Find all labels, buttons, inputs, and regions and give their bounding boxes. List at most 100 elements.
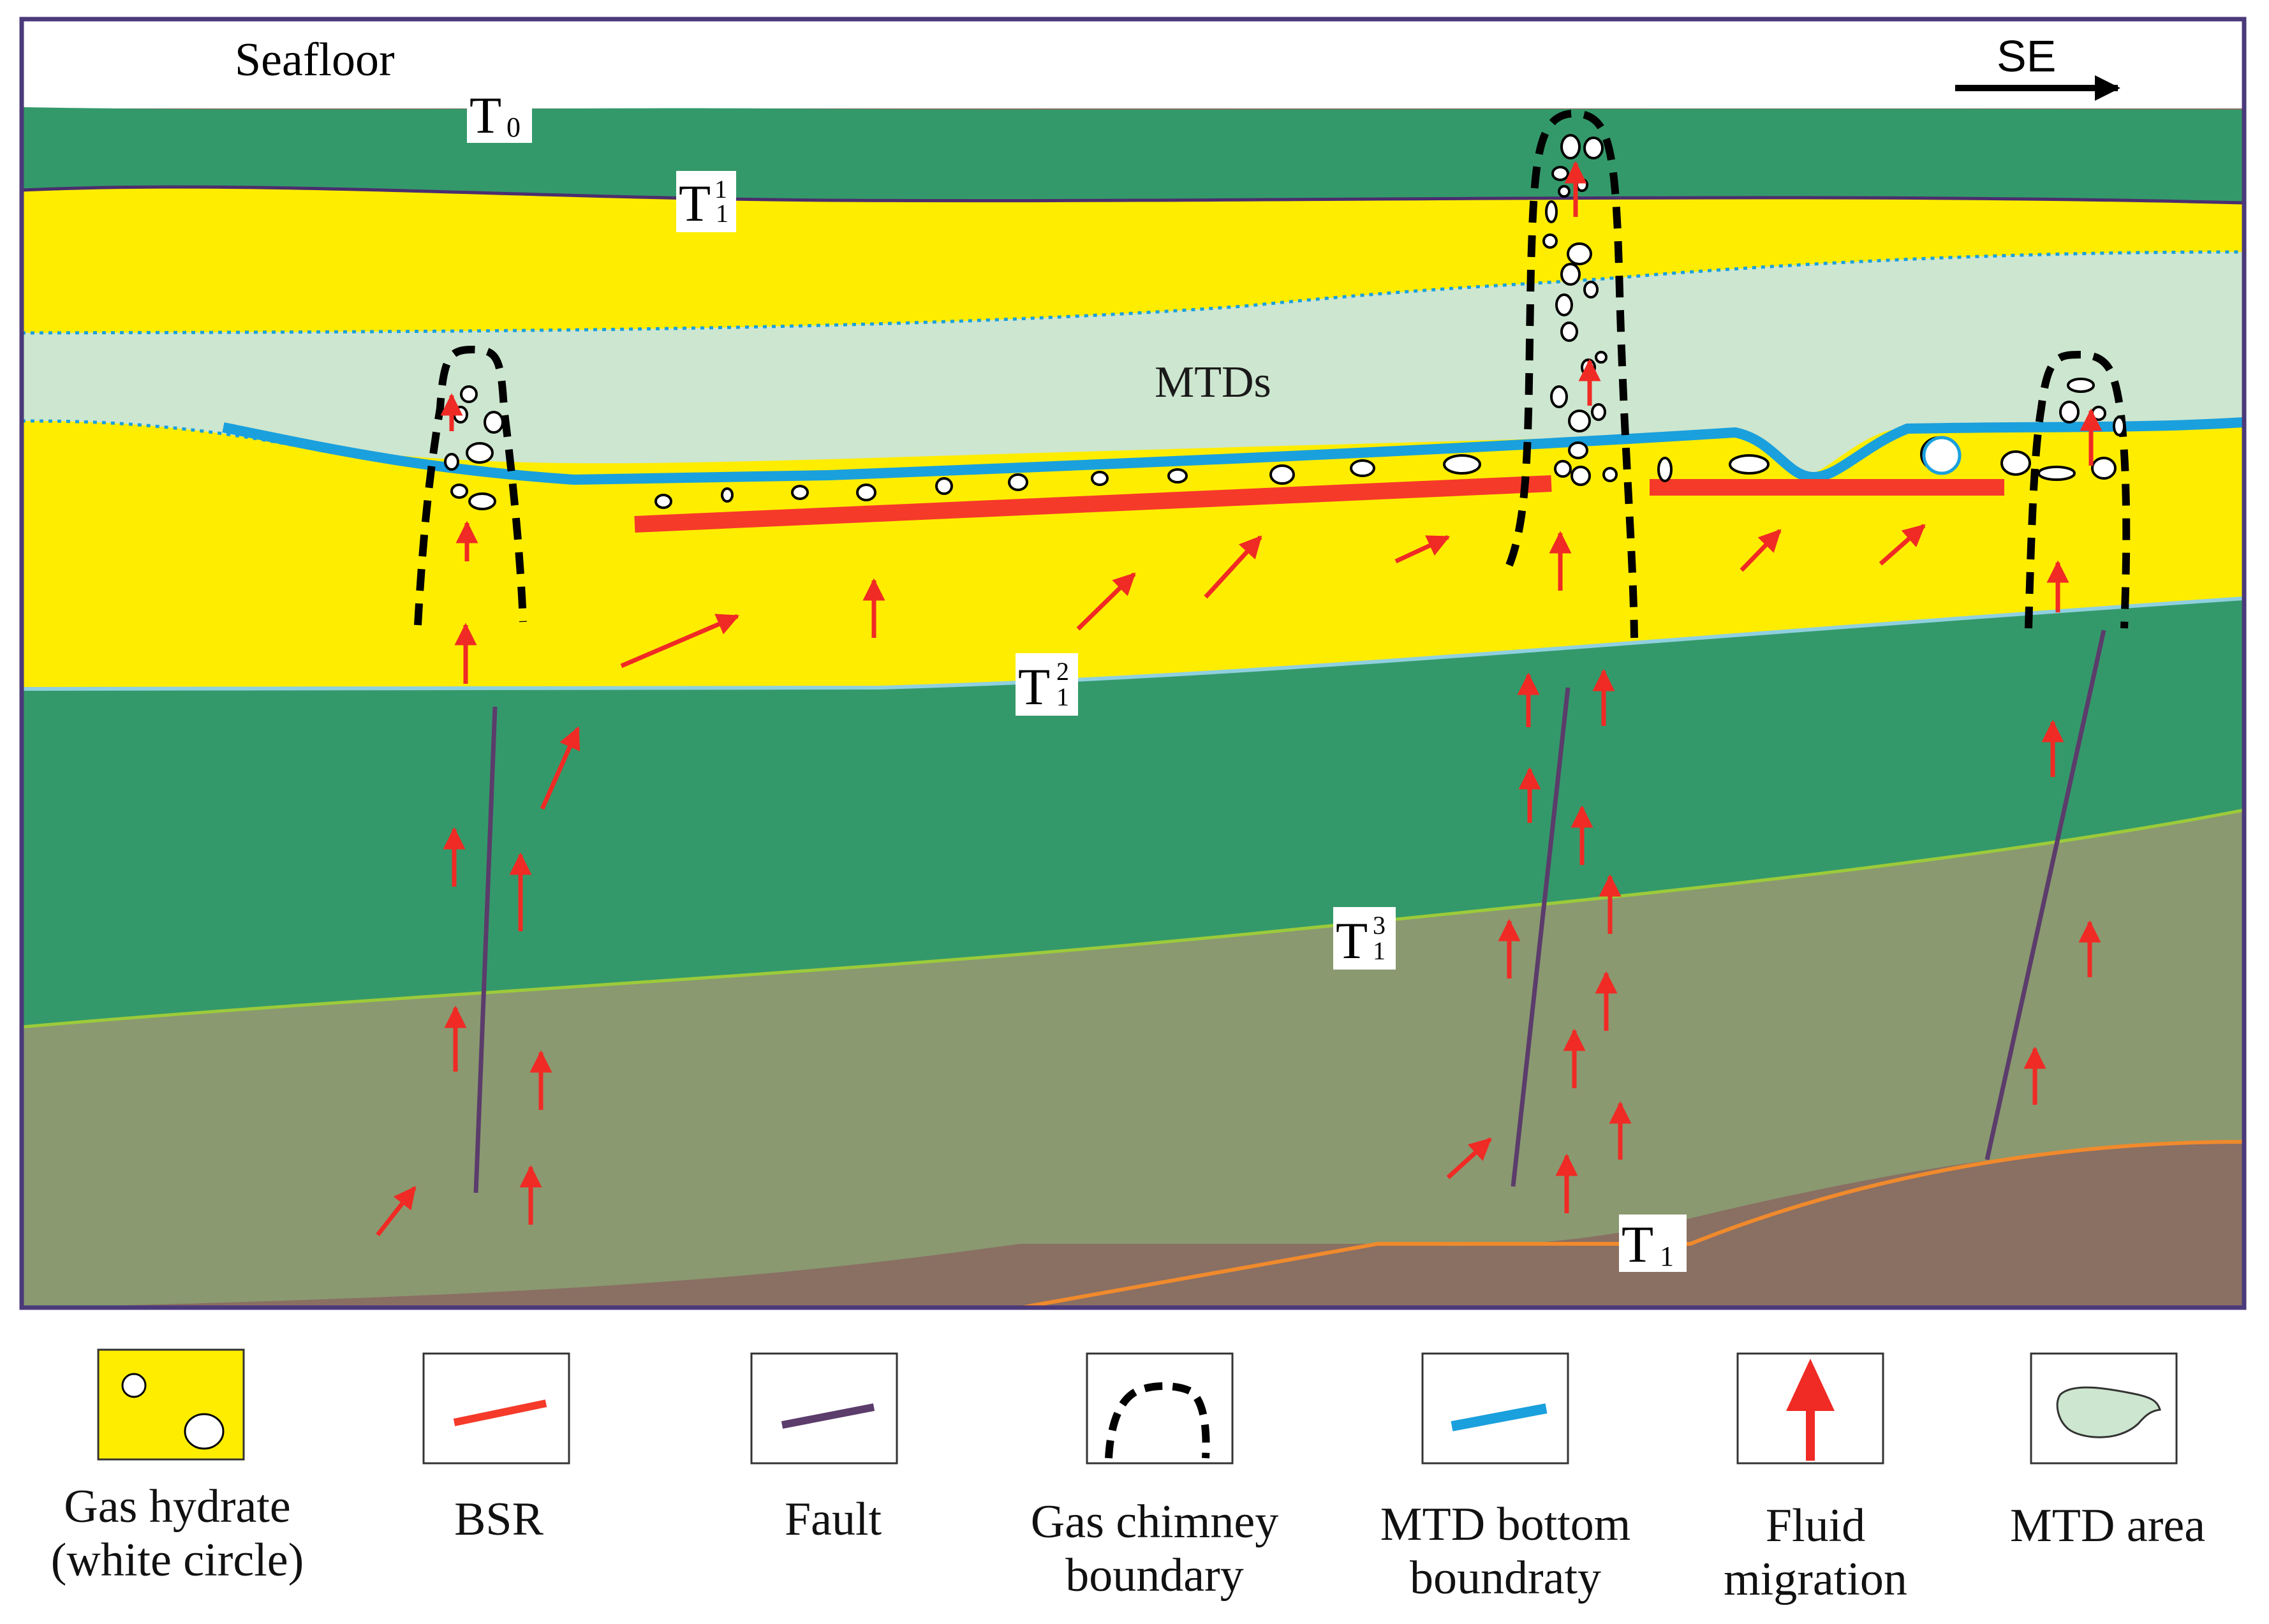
gas-hydrate-circle <box>1555 293 1573 316</box>
legend-chimney-icon <box>1105 1382 1210 1459</box>
svg-text:T: T <box>1622 1215 1653 1273</box>
section-frame <box>19 17 2247 1310</box>
legend-gas-hydrate: Gas hydrate (white circle) <box>51 1348 304 1586</box>
gas-hydrate-circle <box>1591 403 1606 421</box>
mtd-top-boundary <box>22 250 2244 335</box>
gas-hydrate-circle <box>460 385 478 403</box>
horizon-label-t0: T 0 <box>467 86 532 144</box>
svg-text:2: 2 <box>1056 657 1069 686</box>
gas-hydrate-circle <box>466 442 494 464</box>
gas-hydrate-circle <box>856 484 876 501</box>
fluid-migration-arrows <box>376 161 2103 1237</box>
gas-hydrate-circle <box>1595 351 1608 364</box>
gas-hydrate-circle <box>1568 410 1591 432</box>
fault-left <box>473 706 498 1193</box>
legend-mtd-area: MTD area <box>2010 1352 2205 1552</box>
green-layer-middle <box>22 598 2244 1027</box>
gas-hydrate-circle <box>1576 178 1588 192</box>
legend-gas-hydrate-line1: Gas hydrate <box>64 1480 290 1533</box>
legend-gas-hydrate-line2: (white circle) <box>51 1534 304 1586</box>
gas-hydrate-circle <box>450 484 468 499</box>
gas-hydrate-circle <box>2067 378 2095 393</box>
svg-text:T: T <box>1336 912 1368 970</box>
svg-text:T: T <box>469 86 501 144</box>
gas-hydrate-circle <box>1558 185 1571 198</box>
svg-text:T: T <box>1018 658 1050 716</box>
gas-hydrate-circle <box>444 453 459 471</box>
mtd-label: MTDs <box>1155 358 1271 407</box>
mtd-area-band <box>22 252 2244 475</box>
legend-fault-line <box>781 1403 875 1429</box>
gas-hydrate-circle <box>1554 460 1572 478</box>
fluid-migration-arrow <box>1446 1137 1492 1179</box>
legend-fault-label: Fault <box>785 1493 882 1546</box>
legend-hydrate-circle-large <box>184 1413 225 1450</box>
horizon-label-t1-3: T 3 1 <box>1333 907 1396 970</box>
gas-hydrate-circle <box>721 487 734 503</box>
gas-hydrate-circle <box>1542 233 1558 249</box>
fluid-migration-arrow <box>1879 524 1926 566</box>
gas-hydrate-circle <box>791 485 809 500</box>
fluid-migration-arrow <box>376 1186 417 1237</box>
legend-fluid-arrow-head <box>1786 1359 1835 1411</box>
horizon-t1-line <box>1020 1140 2244 1308</box>
gas-hydrate-circle <box>2091 406 2106 421</box>
gas-hydrate-circle <box>2000 450 2031 476</box>
fluid-migration-arrow <box>620 614 740 668</box>
fluid-migration-arrow <box>540 726 580 810</box>
gas-hydrate-circle <box>1560 263 1581 286</box>
gas-hydrate-circle <box>1729 454 1770 475</box>
legend-mtd-bottom-line2: boundraty <box>1410 1552 1601 1604</box>
gas-hydrate-circle <box>1567 242 1592 265</box>
svg-text:0: 0 <box>506 112 521 143</box>
legend-mtd-bottom: MTD bottom boundraty <box>1380 1352 1631 1604</box>
gas-hydrate-circle <box>1568 441 1588 459</box>
legend-mtd-bottom-line1: MTD bottom <box>1380 1498 1631 1551</box>
svg-text:1: 1 <box>1373 936 1386 965</box>
horizon-label-t1-2: T 2 1 <box>1016 653 1078 716</box>
gas-chimney-right <box>2025 350 2131 629</box>
gas-hydrate-circle <box>1550 385 1568 408</box>
legend-bsr: BSR <box>422 1352 570 1546</box>
gas-hydrate-circle <box>453 406 468 424</box>
gas-hydrate-circle <box>1269 464 1295 485</box>
legend-gas-chimney: Gas chimney boundary <box>1031 1352 1278 1602</box>
bsr-line-left <box>634 475 1552 533</box>
olive-layer <box>22 810 2244 1308</box>
legend-hydrate-swatch <box>97 1348 245 1461</box>
fault-middle <box>1511 687 1571 1187</box>
horizon-t1-1-line <box>22 185 2244 205</box>
horizon-label-t1-1: T 1 1 <box>676 171 736 232</box>
svg-text:T: T <box>679 174 711 232</box>
fault-right <box>1984 630 2106 1160</box>
gas-hydrate-circle <box>935 477 953 495</box>
gas-chimney-left <box>414 345 527 626</box>
gas-hydrate-circle <box>1560 134 1581 159</box>
gas-hydrate-circle <box>468 492 496 510</box>
svg-text:1: 1 <box>714 175 727 203</box>
direction-label: SE <box>1997 31 2056 81</box>
gas-hydrate-circle <box>2037 466 2076 481</box>
gas-hydrate-circle <box>1583 281 1599 299</box>
legend-gas-chimney-line1: Gas chimney <box>1031 1496 1278 1548</box>
cross-section <box>22 19 2244 1308</box>
gas-hydrate-circle <box>1602 467 1618 482</box>
gas-hydrate-circle <box>1008 473 1028 491</box>
gas-hydrate-circle <box>2113 416 2125 436</box>
gas-hydrate-circle-blue <box>1922 436 1962 475</box>
seafloor-label: Seafloor <box>235 34 395 86</box>
legend-fluid-line1: Fluid <box>1766 1500 1865 1552</box>
gas-hydrate-circle <box>1551 166 1569 181</box>
gas-hydrate-circle <box>654 494 672 509</box>
mtd-bottom-boundary <box>222 417 2244 485</box>
fluid-migration-arrow <box>1740 529 1782 572</box>
horizon-label-t1: T 1 <box>1619 1214 1687 1273</box>
fluid-migration-arrow <box>1076 572 1136 631</box>
horizon-t1-3-line <box>22 808 2244 1029</box>
gas-hydrate-circle <box>1560 321 1578 342</box>
legend-gas-chimney-line2: boundary <box>1065 1549 1244 1602</box>
legend-fluid-migration: Fluid migration <box>1724 1352 1907 1606</box>
legend-bsr-label: BSR <box>454 1493 544 1546</box>
fluid-migration-arrow <box>1204 535 1262 599</box>
gas-hydrate-circle <box>484 411 504 434</box>
